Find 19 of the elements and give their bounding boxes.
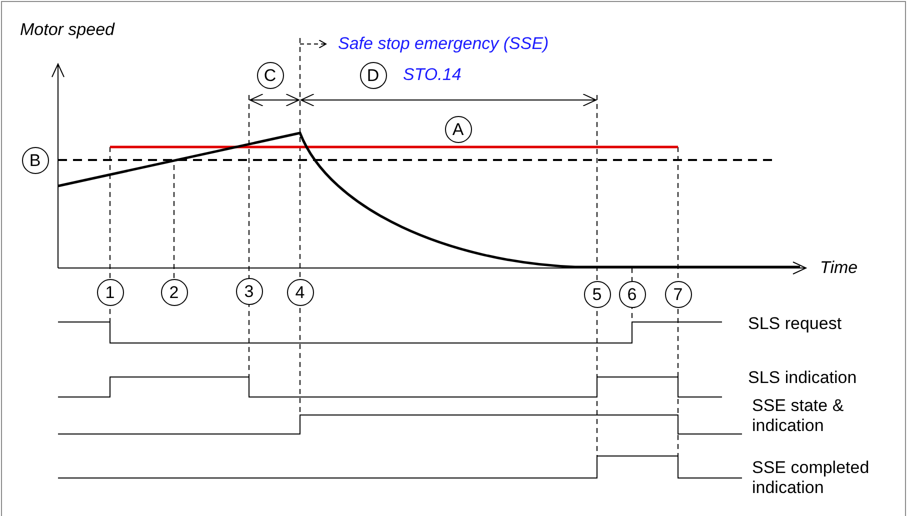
signal-label: SSE completed indication: [752, 458, 870, 498]
signal-label: SLS indication: [748, 368, 857, 388]
callout-letter: D: [360, 62, 386, 88]
callout-number: 7: [664, 280, 692, 308]
callout-number: 1: [96, 278, 124, 306]
callout-letter: B: [22, 146, 48, 174]
annotation-text: STO.14: [403, 65, 462, 85]
callout-number: 6: [618, 280, 646, 308]
callout-number: 3: [236, 278, 262, 304]
signal-label: SSE state & indication: [752, 396, 845, 436]
callout-number: 4: [286, 278, 314, 306]
callout-number: 2: [160, 278, 188, 306]
axis-label: Motor speed: [20, 20, 114, 40]
callout-letter: C: [256, 62, 284, 88]
callout-letter: A: [444, 116, 472, 142]
annotation-text: Safe stop emergency (SSE): [338, 34, 549, 54]
callout-number: 5: [584, 280, 610, 308]
signal-label: SLS request: [748, 314, 842, 334]
axis-label: Time: [820, 258, 858, 278]
